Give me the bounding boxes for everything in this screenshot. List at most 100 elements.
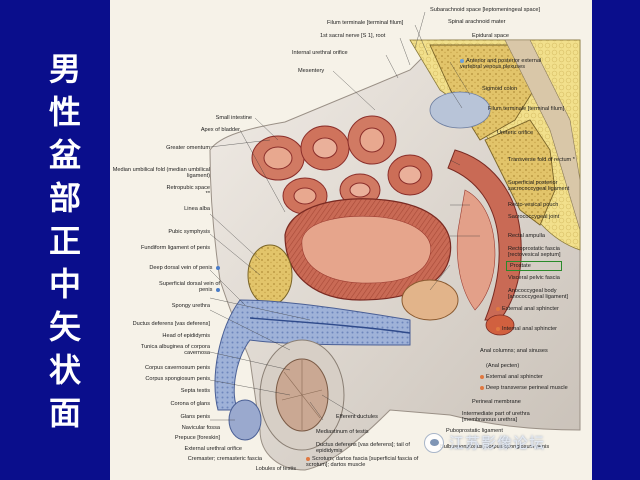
title-char: 状 — [48, 351, 81, 389]
label-linea-alba: Linea alba — [184, 206, 210, 212]
title-char: 盆 — [48, 136, 81, 174]
watermark: 江苏影像论坛 — [424, 432, 545, 453]
label-internal-anal-sphincter: Internal anal sphincter — [496, 326, 557, 332]
label-tunica-albuginea: Tunica albuginea of corpora cavernosa — [140, 344, 210, 357]
title-char: 面 — [48, 394, 81, 432]
bladder-lumen — [301, 216, 432, 284]
label-corpus-spongiosum: Corpus spongiosum penis — [145, 376, 210, 382]
label-deep-dorsal-vein: Deep dorsal vein of penis — [149, 265, 220, 271]
label-external-urethral-orifice: External urethral orifice — [184, 446, 242, 452]
anatomy-illustration — [209, 11, 581, 471]
label-median-umbilical-fold: Median umbilical fold (median umbilical … — [112, 167, 210, 180]
label-fundiform-ligament: Fundiform ligament of penis — [140, 245, 210, 251]
label-deep-transverse-perineal-text: Deep transverse perineal muscle — [486, 385, 568, 391]
label-sigmoid-colon: Sigmoid colon — [482, 86, 518, 92]
bullet-dot-icon — [460, 58, 464, 63]
label-external-anal-sphincter-1-text: External anal sphincter — [502, 306, 559, 312]
label-scrotum-dartos-text: Scrotum; dartos fascia [superficial fasc… — [306, 456, 419, 469]
bullet-dot-icon — [496, 306, 500, 311]
bullet-dot-icon — [496, 326, 500, 331]
title-char: 部 — [48, 179, 81, 217]
label-prepuce: Prepuce [foreskin] — [174, 435, 220, 441]
label-vertebral-venous-plexuses-text: Anterior and posterior external vertebra… — [460, 58, 542, 71]
title-char: 男 — [48, 50, 81, 88]
label-external-anal-sphincter-1: External anal sphincter — [496, 306, 559, 312]
label-spinal-arachnoid: Spinal arachnoid mater — [448, 19, 506, 25]
label-spongy-urethra: Spongy urethra — [171, 303, 210, 309]
bullet-dot-icon — [216, 287, 220, 292]
label-deep-dorsal-vein-text: Deep dorsal vein of penis — [149, 265, 213, 271]
label-septa-testis: Septa testis — [180, 388, 210, 394]
leader-lines — [209, 11, 480, 421]
label-subarachnoid-space: Subarachnoid space [leptomeningeal space… — [430, 7, 541, 13]
title-char: 正 — [48, 222, 81, 260]
label-external-anal-sphincter-2-text: External anal sphincter — [486, 374, 543, 380]
label-s1-nerve-root: 1st sacral nerve [S 1], root — [320, 33, 386, 39]
forum-logo-icon — [424, 432, 444, 453]
label-anal-columns: Anal columns; anal sinuses — [480, 348, 548, 354]
label-rectoprostatic-fascia: Rectoprostatic fascia [rectovesical sept… — [508, 246, 561, 259]
label-superficial-dorsal-vein-text: Superficial dorsal vein of penis — [159, 281, 220, 294]
label-ductus-deferens-bottom: Ductus deferens [vas deferens]; tail of … — [316, 442, 410, 455]
spinal-canal — [504, 39, 581, 231]
vertical-title: 男 性 盆 部 正 中 矢 状 面 — [40, 48, 90, 435]
label-filum-terminale-top: Filum terminale [terminal filum] — [327, 20, 404, 26]
label-visceral-pelvic-fascia: Visceral pelvic fascia — [508, 275, 560, 281]
label-corpus-cavernosum: Corpus cavernosum penis — [145, 365, 210, 371]
label-navicular-fossa: Navicular fossa — [181, 425, 220, 431]
label-glans-penis: Glans penis — [180, 414, 210, 420]
label-internal-urethral-orifice: Internal urethral orifice — [292, 50, 348, 56]
label-anal-pecten: (Anal pecten) — [486, 363, 520, 369]
anal-sphincter — [485, 314, 515, 336]
label-cremaster: Cremaster; cremasteric fascia — [187, 456, 262, 462]
label-apex-bladder: Apex of bladder — [200, 127, 240, 133]
label-mediastinum-testis: Mediastinum of testis — [316, 429, 369, 435]
bullet-dot-icon — [306, 456, 310, 461]
prostate-highlight-box — [506, 261, 562, 271]
label-puboprostatic-ligament: Puboprostatic ligament — [446, 428, 503, 434]
label-lobules-testis: Lobules of testis — [255, 466, 296, 472]
label-corona-glans: Corona of glans — [170, 401, 211, 407]
label-retropubic-space: Retropubic space ** — [166, 185, 210, 198]
label-sacrococcygeal-joint: Sacrococcygeal joint — [508, 214, 560, 220]
prostate — [401, 279, 459, 321]
sigmoid-colon — [429, 91, 491, 129]
testis-lobules — [281, 360, 323, 430]
anatomy-plate: Subarachnoid space [leptomeningeal space… — [110, 0, 592, 480]
title-char: 中 — [48, 265, 81, 303]
pubic-symphysis — [247, 244, 293, 306]
sacral-segments — [484, 119, 556, 226]
label-internal-anal-sphincter-text: Internal anal sphincter — [502, 326, 558, 332]
label-anococcygeal-body: Anococcygeal body [anococcygeal ligament… — [508, 288, 569, 301]
label-mesentery: Mesentery — [298, 68, 325, 74]
label-transverse-fold-rectum: Transverse fold of rectum * — [508, 157, 575, 163]
spongy-urethra — [249, 317, 411, 334]
label-bulbospongiosus: Bulbospongiosus; corpus spongiosum penis — [440, 444, 550, 450]
label-vertebral-venous-plexuses: Anterior and posterior external vertebra… — [460, 58, 560, 71]
rectal-ampulla — [456, 189, 496, 311]
label-prostate: Prostate — [510, 263, 531, 269]
label-scrotum-dartos: Scrotum; dartos fascia [superficial fasc… — [306, 456, 436, 469]
label-epidural-space: Epidural space — [472, 33, 510, 39]
label-deep-transverse-perineal: Deep transverse perineal muscle — [480, 385, 568, 391]
label-external-anal-sphincter-2: External anal sphincter — [480, 374, 543, 380]
label-greater-omentum: Greater omentum — [166, 145, 210, 151]
label-efferent-ductules: Efferent ductules — [336, 414, 378, 420]
label-head-epididymis: Head of epididymis — [162, 333, 210, 339]
watermark-text: 江苏影像论坛 — [449, 434, 546, 452]
label-rectal-ampulla: Rectal ampulla — [508, 233, 545, 239]
label-perineal-membrane: Perineal membrane — [472, 399, 521, 405]
bullet-dot-icon — [480, 374, 484, 379]
bullet-dot-icon — [480, 385, 484, 390]
small-intestine — [251, 115, 433, 215]
label-membranous-urethra: Intermediate part of urethra [membranous… — [462, 411, 530, 424]
title-char: 矢 — [48, 308, 81, 346]
title-char: 性 — [48, 93, 81, 131]
bullet-dot-icon — [216, 265, 220, 270]
label-ductus-deferens-left: Ductus deferens [vas deferens] — [132, 321, 210, 327]
label-pubic-symphysis: Pubic symphysis — [168, 229, 210, 235]
label-filum-terminale-right: Filum terminale [terminal filum] — [488, 106, 565, 112]
label-recto-vesical-pouch: Recto-vesical pouch — [508, 202, 559, 208]
label-ureteric-orifice: Ureteric orifice — [497, 130, 534, 136]
label-small-intestine: Small intestine — [215, 115, 252, 121]
